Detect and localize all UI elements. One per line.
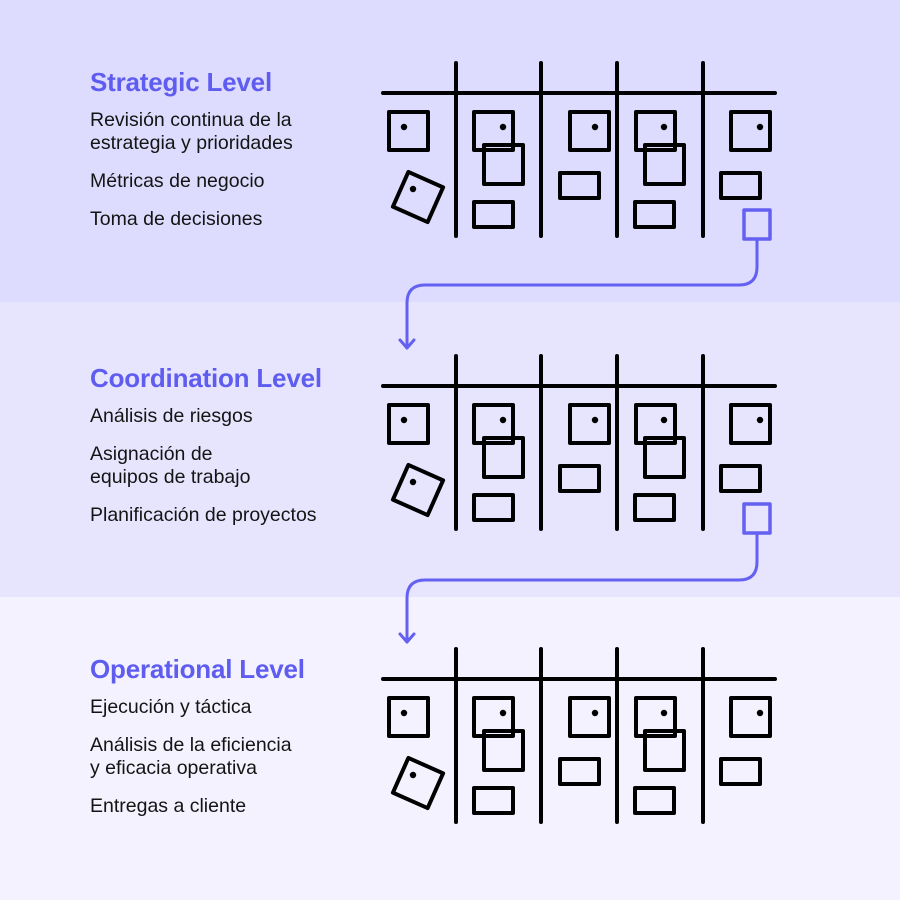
coordination-item-3: Planificación de proyectos (90, 504, 317, 526)
operational-level-section: Operational Level Ejecución y táctica An… (90, 654, 370, 833)
operational-level-band (0, 597, 900, 900)
coordination-to-operational-connector-icon (398, 502, 772, 644)
coordination-kanban-board-icon (381, 354, 777, 531)
strategic-item-2: Métricas de negocio (90, 170, 265, 192)
coordination-level-section: Coordination Level Análisis de riesgos A… (90, 363, 370, 542)
operational-item-3: Entregas a cliente (90, 795, 247, 817)
coordination-level-items: Análisis de riesgos Asignación de equipo… (90, 405, 370, 527)
strategic-level-section: Strategic Level Revisión continua de la … (90, 67, 370, 246)
strategic-level-title: Strategic Level (90, 67, 272, 97)
strategic-item-1: Revisión continua de la estrategia y pri… (90, 109, 293, 154)
operational-kanban-board-icon (381, 647, 777, 824)
strategic-level-items: Revisión continua de la estrategia y pri… (90, 109, 370, 231)
coordination-level-band (0, 302, 900, 597)
strategic-to-coordination-connector-icon (398, 208, 772, 350)
coordination-item-2: Asignación de equipos de trabajo (90, 443, 251, 488)
coordination-item-1: Análisis de riesgos (90, 405, 253, 427)
strategic-kanban-board-icon (381, 61, 777, 238)
operational-level-title: Operational Level (90, 654, 305, 684)
strategic-item-3: Toma de decisiones (90, 208, 263, 230)
operational-item-2: Análisis de la eficiencia y eficacia ope… (90, 734, 292, 779)
coordination-level-title: Coordination Level (90, 363, 322, 393)
operational-item-1: Ejecución y táctica (90, 696, 252, 718)
operational-level-items: Ejecución y táctica Análisis de la efici… (90, 696, 370, 818)
